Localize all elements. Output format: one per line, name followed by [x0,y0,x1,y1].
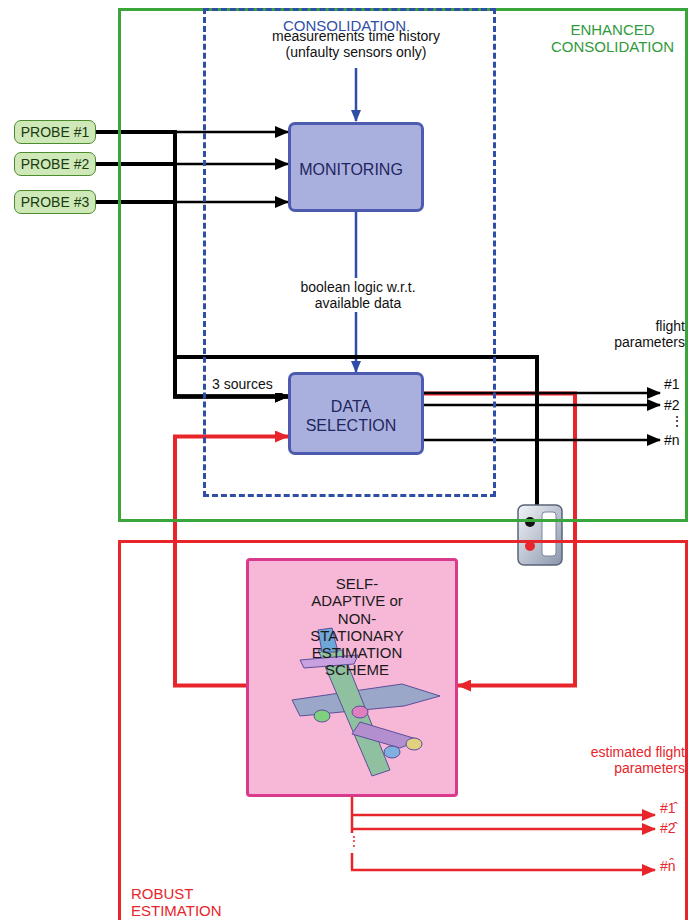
aircraft-engine [352,706,368,718]
measurement-arrow [355,68,358,121]
probe-bus-line [175,357,537,506]
annotation-label: measurements time history (unfaulty sens… [256,28,456,60]
annotation-label: #2 [664,397,680,413]
estimate-arrow [351,869,655,872]
estimator-box: SELF-ADAPTIVE or NON-STATIONARY ESTIMATI… [246,558,458,797]
switch-toggle [542,512,556,556]
text-holder: PROBE #2 [15,153,95,175]
estimate-arrow [352,828,655,831]
process-box: MONITORING [288,122,424,212]
edge-label: boolean logic w.r.t. available data [276,278,440,312]
probe-box: PROBE #1 [14,120,96,144]
text-holder: ROBUST ESTIMATION [121,543,685,920]
aircraft-engine [384,746,400,758]
connector-arrow [96,164,288,397]
annotation-label: #1 [664,376,680,392]
annotation-label: ⋮ [670,413,684,429]
node-text: ENHANCED CONSOLIDATION [550,21,675,56]
text-holder: MONITORING [291,125,421,209]
process-box: DATA SELECTION [288,372,424,455]
probe-box: PROBE #2 [14,152,96,176]
text-holder: SELF-ADAPTIVE or NON-STATIONARY ESTIMATI… [249,561,455,794]
node-text: PROBE #3 [21,194,89,210]
switch-body [518,505,562,565]
aircraft-engine [406,738,422,750]
node-text: PROBE #2 [21,156,89,172]
edge-label: 3 sources [210,375,288,393]
text-holder: PROBE #3 [15,191,95,213]
output-arrow [424,439,660,442]
scheme-fill [247,559,457,796]
connector-arrow [96,202,288,397]
estimate-arrow [352,814,655,817]
annotation-label: flight parameters [595,318,685,350]
annotation-label: estimated flight parameters [582,744,685,776]
annotation-label: #n̂ [660,858,676,874]
aircraft-engine [314,710,330,722]
annotation-label: ⋮ [347,833,361,849]
text-holder: DATA SELECTION [291,375,421,452]
switch-icon [518,505,562,565]
annotation-label: #2̂ [660,820,676,836]
region-box: CONSOLIDATIONMONITORINGDATA SELECTION [203,8,496,497]
text-holder: PROBE #1 [15,121,95,143]
annotation-label: #n [664,432,680,448]
output-arrow [424,392,660,395]
node-text: ROBUST ESTIMATION [131,885,231,920]
node-text: SELF-ADAPTIVE or NON-STATIONARY ESTIMATI… [307,575,407,679]
estimate-trunk [351,853,354,870]
annotation-label: #1̂ [660,800,676,816]
region-box: ENHANCED CONSOLIDATIONCONSOLIDATIONMONIT… [118,8,688,522]
probe-box: PROBE #3 [14,190,96,214]
node-text: PROBE #1 [21,124,89,140]
output-arrow [424,404,660,407]
node-text: MONITORING [296,161,406,179]
node-text: DATA SELECTION [296,398,406,435]
switch-dot [525,517,535,527]
region-box: ROBUST ESTIMATION SELF-ADAPTIVE or NON-ST… [118,540,688,920]
